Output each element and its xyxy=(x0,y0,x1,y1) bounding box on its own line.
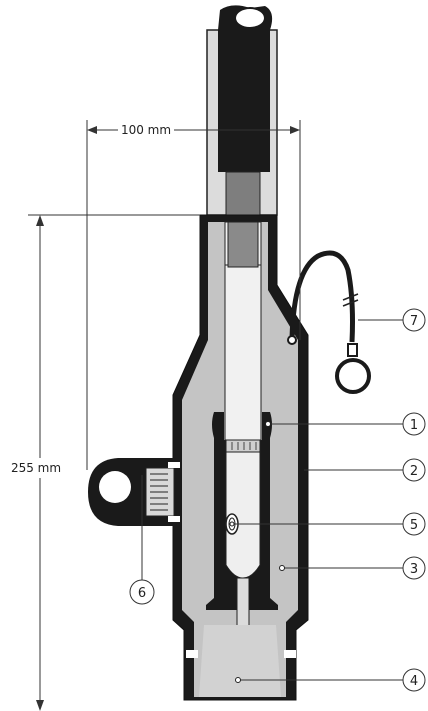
callout-number: 4 xyxy=(410,674,418,689)
callout-7: 7 xyxy=(402,308,426,332)
callout-1: 1 xyxy=(402,412,426,436)
callout-5: 5 xyxy=(402,512,426,536)
width-label: 100 mm xyxy=(121,123,171,137)
callout-number: 5 xyxy=(410,518,418,533)
dimension-width: 100 mm xyxy=(86,120,301,470)
callout-2: 2 xyxy=(402,458,426,482)
connector xyxy=(225,439,261,637)
callout-number: 3 xyxy=(410,562,418,577)
height-label: 255 mm xyxy=(11,461,61,475)
side-fitting xyxy=(88,458,180,526)
cable-jacket xyxy=(218,5,273,172)
core-in-body xyxy=(227,221,259,268)
ring-lug xyxy=(335,358,371,394)
callout-6: 6 xyxy=(129,579,155,605)
dimension-height: 255 mm xyxy=(11,214,200,711)
fitting-spring xyxy=(150,473,168,511)
earth-lead xyxy=(287,250,371,394)
callout-leaders xyxy=(141,319,405,683)
callout-number: 1 xyxy=(410,418,418,433)
callout-3: 3 xyxy=(402,556,426,580)
callout-number: 7 xyxy=(410,314,418,329)
callout-number: 2 xyxy=(410,464,418,479)
callout-4: 4 xyxy=(402,668,426,692)
cable-end-cap xyxy=(234,7,266,29)
callout-number: 6 xyxy=(138,586,146,601)
bottom-opening xyxy=(199,625,281,697)
